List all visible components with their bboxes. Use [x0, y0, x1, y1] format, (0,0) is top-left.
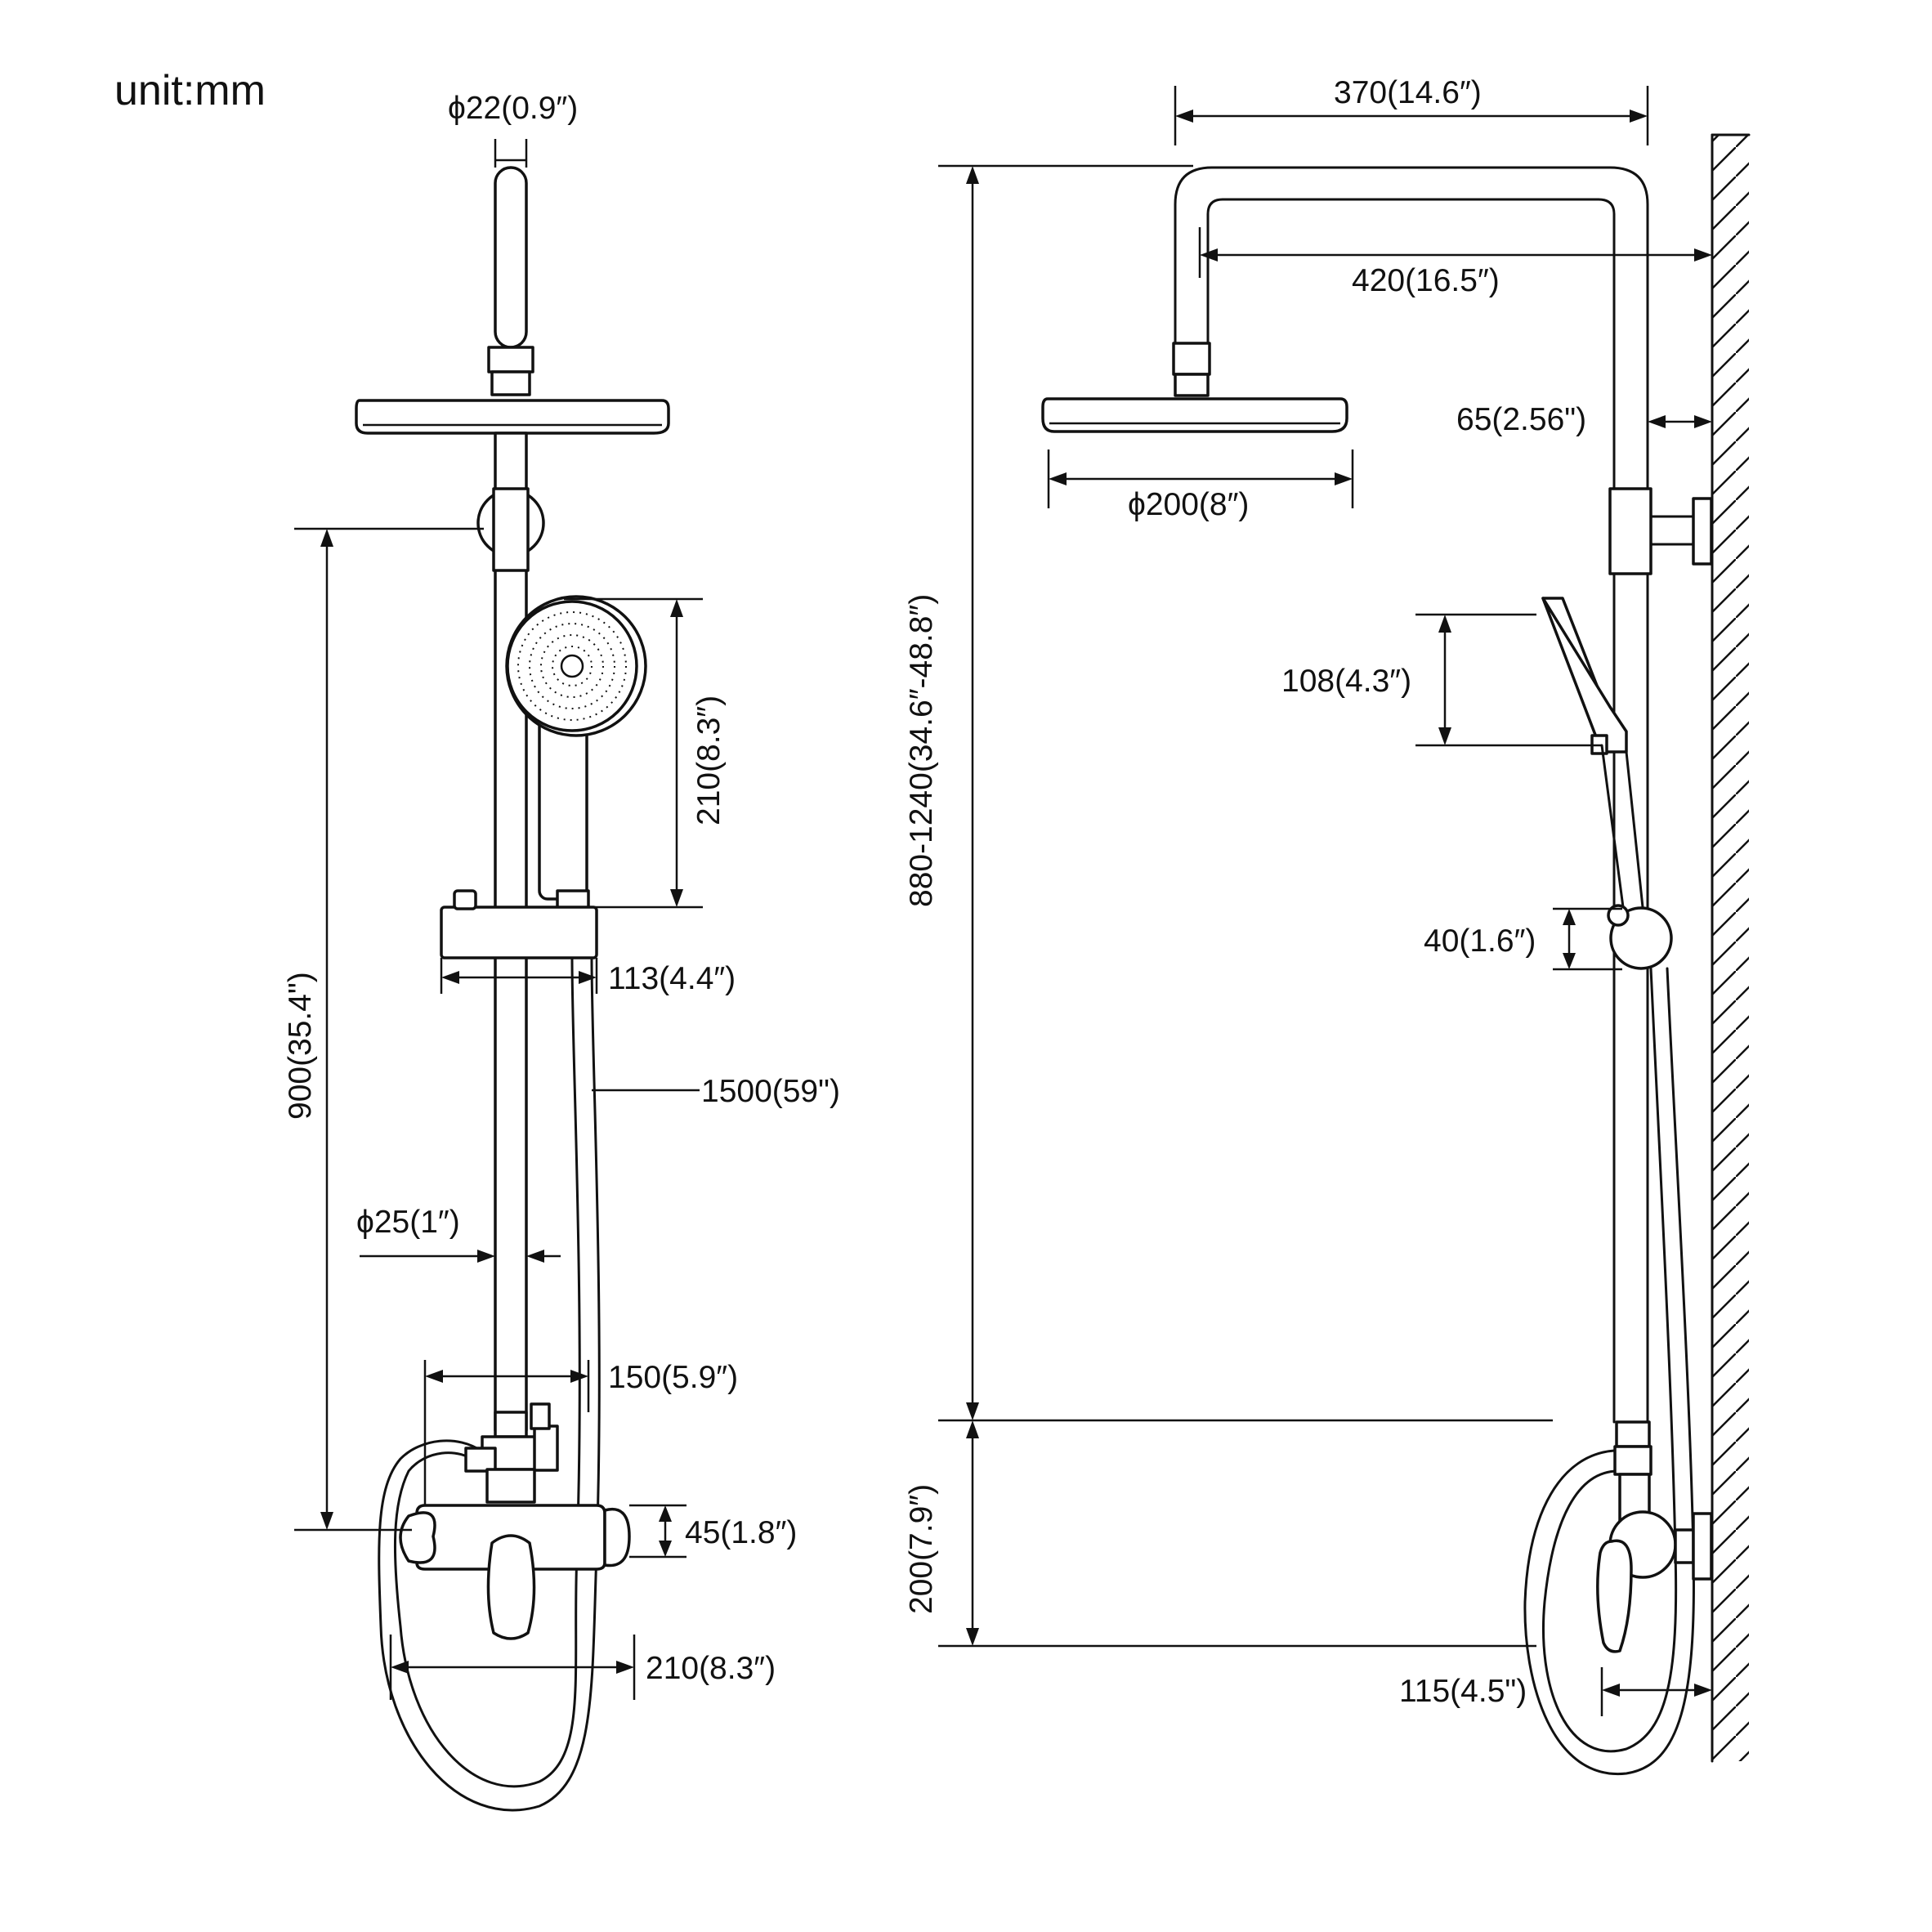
dim-head-diameter: ϕ200(8″)	[1128, 487, 1249, 522]
slide-holder	[440, 906, 598, 959]
side-view	[1041, 133, 1751, 1775]
top-pipe-nut	[490, 370, 531, 396]
spray-nozzles	[517, 611, 627, 721]
dim-mixer-body-height: 45(1.8″)	[685, 1515, 797, 1550]
side-upper-bracket	[1608, 487, 1652, 575]
dim-lower-height: 200(7.9″)	[904, 1484, 939, 1614]
wall-hatching	[1712, 135, 1749, 1761]
shower-arm	[1174, 166, 1649, 1424]
dim-pipe-diameter-top: ϕ22(0.9″)	[448, 91, 578, 126]
dim-arm-projection: 420(16.5″)	[1352, 263, 1500, 298]
dim-bracket-to-mixer: 900(35.4")	[283, 972, 318, 1120]
hose	[393, 956, 581, 1788]
dim-adjustable-height: 880-1240(34.6″-48.8″)	[904, 594, 939, 907]
dim-hose-length: 1500(59")	[701, 1074, 840, 1109]
dim-rail-diameter: ϕ25(1″)	[356, 1205, 460, 1240]
dim-mixer-projection: 115(4.5")	[1399, 1674, 1527, 1709]
mixer-lever	[486, 1534, 536, 1640]
unit-label: unit:mm	[114, 67, 266, 114]
side-dimensions: 370(14.6″) 420(16.5″) ϕ200(8″) 65(2.56")…	[904, 75, 1712, 1716]
dim-holder-height: 40(1.6″)	[1424, 924, 1536, 959]
dim-arm-length: 370(14.6″)	[1334, 75, 1482, 110]
top-pipe-connector	[487, 346, 534, 373]
front-view	[355, 166, 670, 1812]
side-rain-shower-head	[1041, 397, 1348, 433]
side-mixer-lever	[1596, 1539, 1633, 1653]
dim-holder-width: 113(4.4″)	[608, 961, 736, 996]
dim-mixer-width: 210(8.3″)	[646, 1651, 776, 1686]
dim-handshower-head: 108(4.3″)	[1281, 664, 1411, 699]
top-pipe	[494, 166, 528, 349]
dim-rail-offset: 65(2.56")	[1456, 402, 1586, 437]
dim-handshower-height: 210(8.3″)	[691, 695, 727, 825]
dim-mixer-spacing: 150(5.9″)	[608, 1360, 738, 1395]
rain-shower-head	[355, 399, 670, 435]
front-dimensions: ϕ22(0.9″) 210(8.3″) 900(35.4") 113(4.4″)…	[283, 91, 840, 1700]
